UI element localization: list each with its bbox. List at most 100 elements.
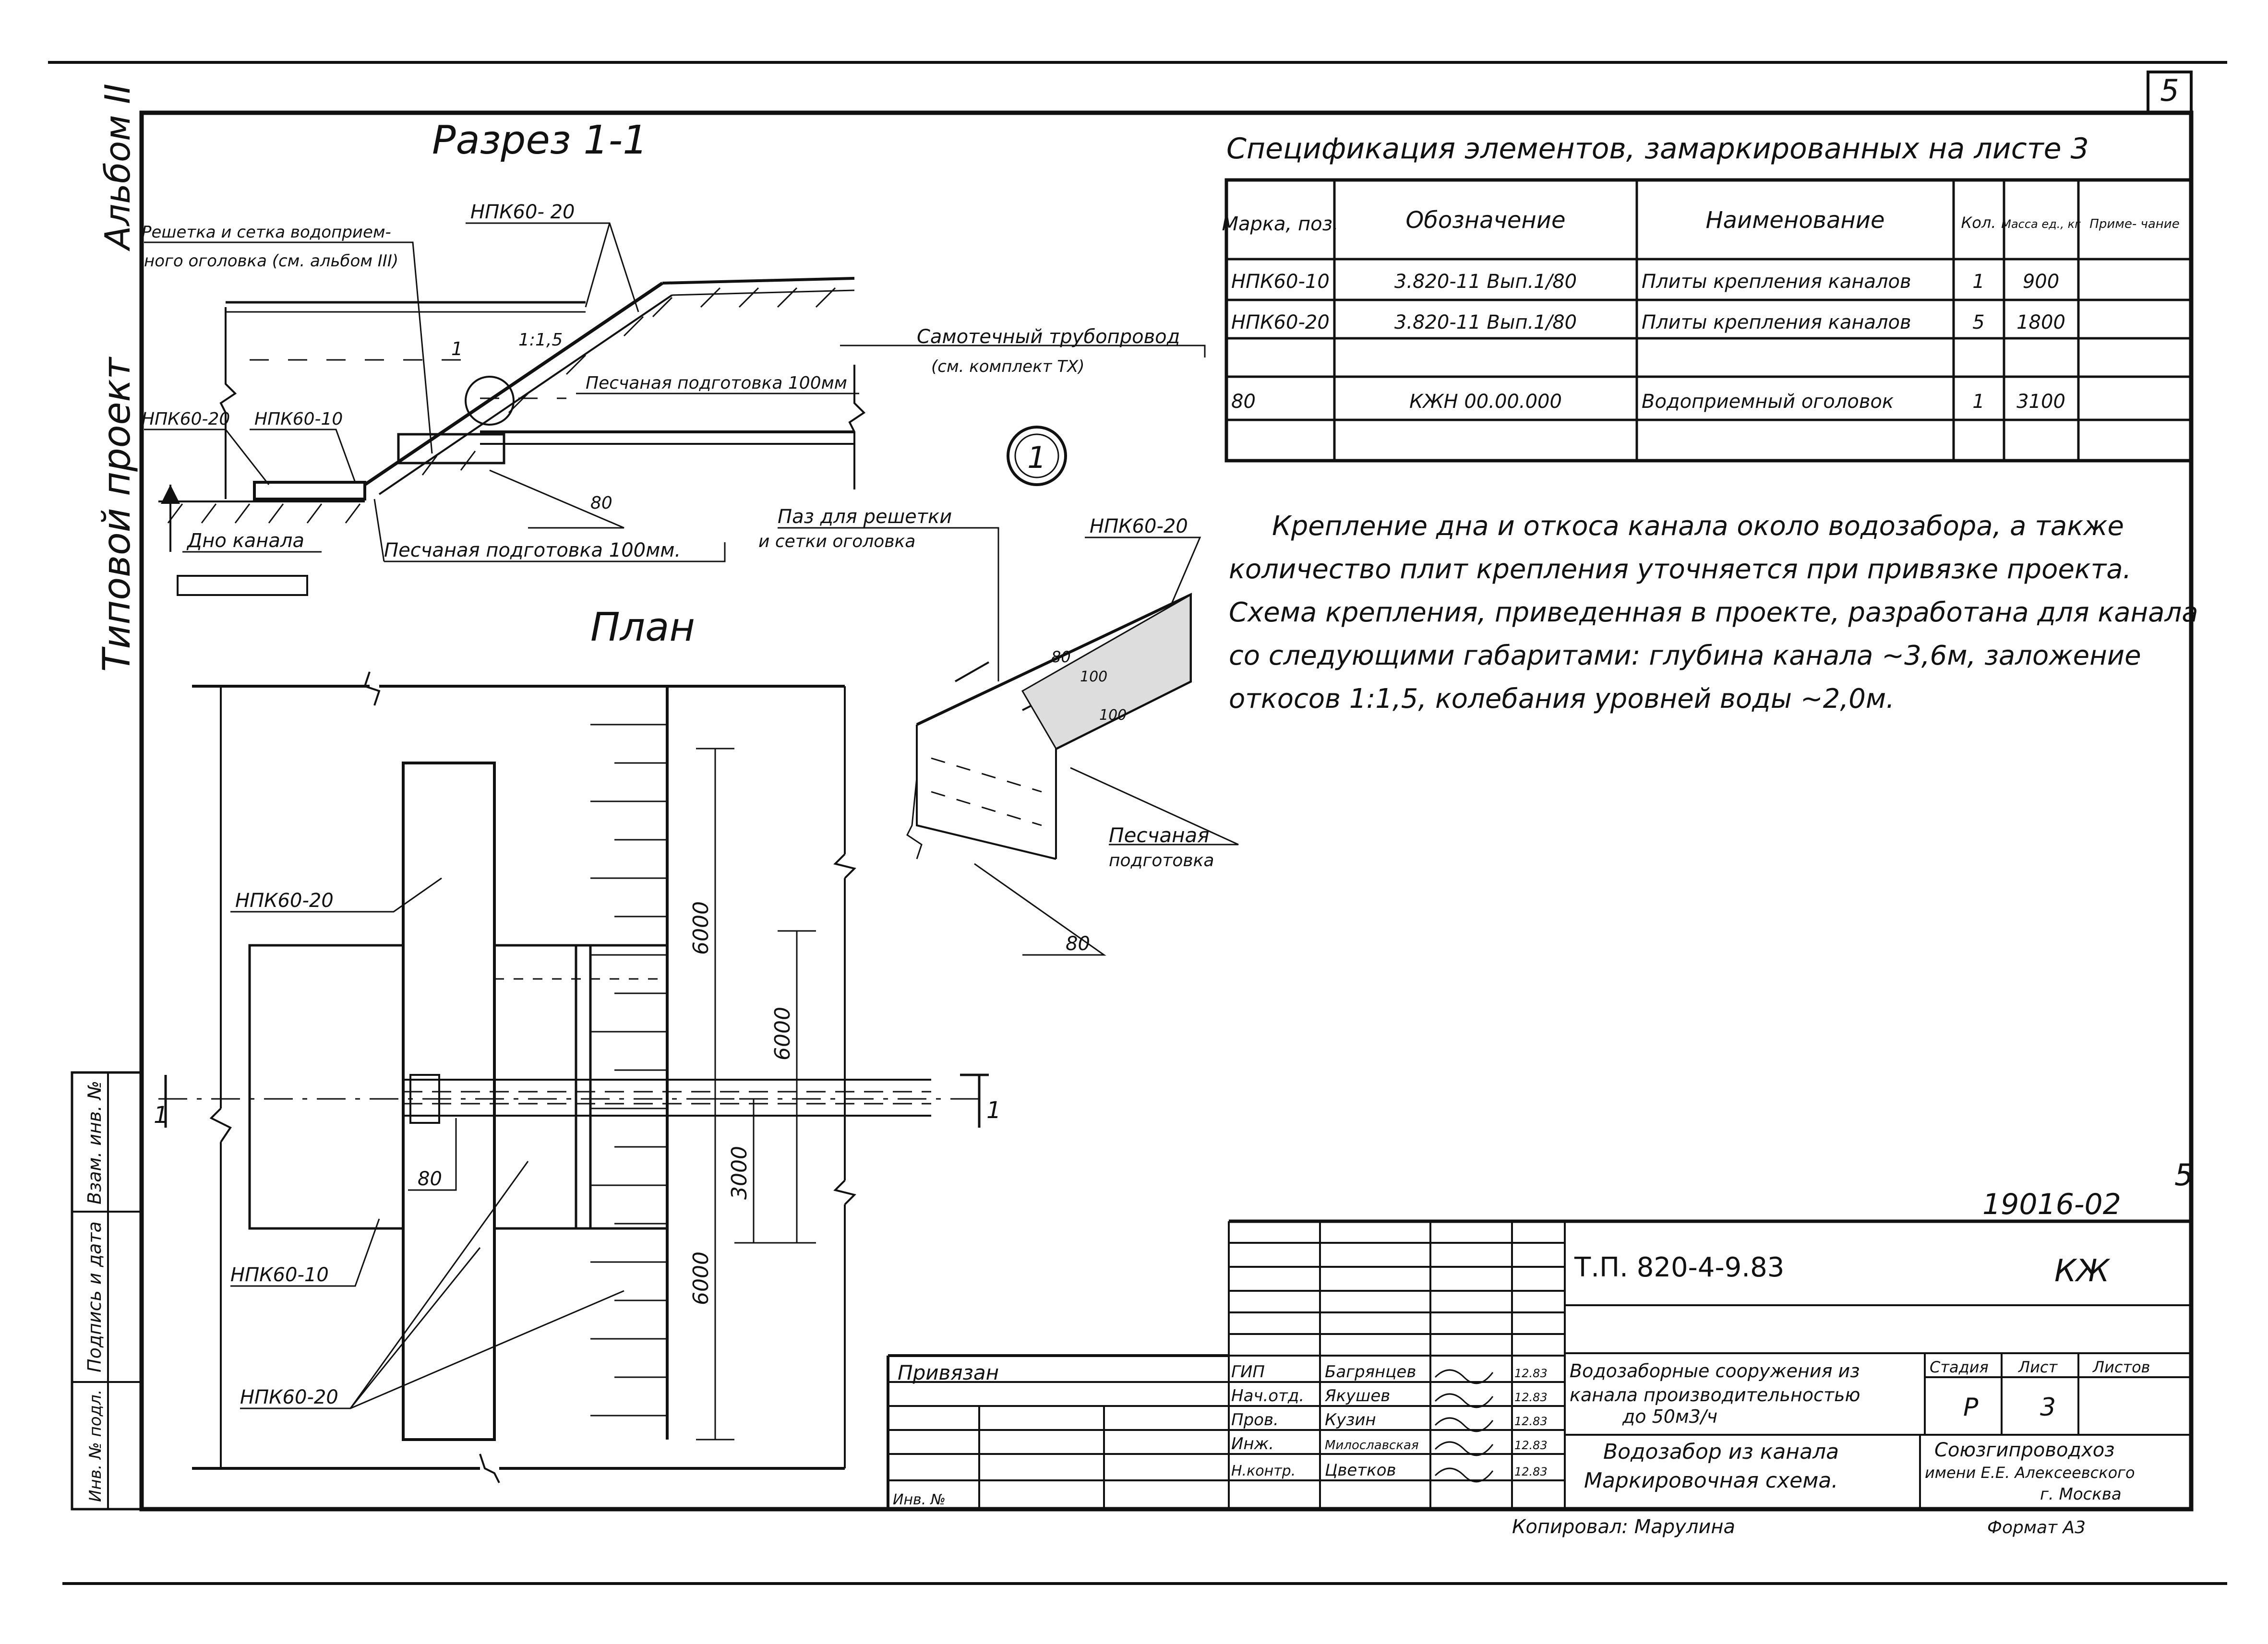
dim-6000-top: 6000: [689, 901, 713, 955]
sheet-number-right: 5: [2174, 1157, 2193, 1192]
plate-npk60-10: [248, 944, 405, 1230]
stamp-date-1: 12.83: [1514, 1367, 1548, 1380]
note-line-3: Схема крепления, приведенная в проекте, …: [1229, 597, 2198, 628]
bank-hatching: [590, 724, 667, 1417]
sand-top-label: Песчаная подготовка 100мм: [586, 373, 847, 393]
specification: Спецификация элементов, замаркированных …: [1222, 132, 2193, 463]
spec-header-name: Наименование: [1705, 207, 1884, 234]
spec-header-mass: Масса ед., кг: [2001, 217, 2081, 231]
cut-mark-right: 1: [986, 1097, 1001, 1124]
stamp-name-1: Багрянцев: [1325, 1362, 1416, 1382]
section-mark-80: 80: [590, 493, 612, 513]
node-sand-label: Песчаная: [1109, 823, 1210, 847]
side-stamp-inventory: Инв. № подл.: [86, 1389, 105, 1502]
node-1-detail: 1 Паз для решетки и сетки оголовка НПК60…: [758, 426, 1239, 956]
spec-header-qty: Кол.: [1961, 214, 1996, 232]
node-dim-100a: 100: [1080, 668, 1107, 685]
node-circle-number: 1: [1027, 440, 1046, 475]
spec-row2-qty: 5: [1972, 311, 1984, 334]
signature-3: [1434, 1417, 1494, 1432]
signature-1: [1434, 1369, 1494, 1384]
stamp-bound: Привязан: [898, 1361, 999, 1384]
sand-bottom-label: Песчаная подготовка 100мм.: [384, 539, 681, 561]
grating-label-2: ного оголовка (см. альбом III): [144, 251, 398, 271]
spec-row4-designation: КЖН 00.00.000: [1409, 391, 1562, 413]
album-label: Альбом II: [97, 83, 138, 251]
node-mark-80: 80: [1066, 933, 1090, 955]
stamp-name-2: Якушев: [1324, 1386, 1390, 1406]
spec-header-designation: Обозначение: [1405, 207, 1565, 234]
section-title: Разрез 1-1: [432, 118, 648, 163]
stamp-name-3: Кузин: [1325, 1410, 1376, 1430]
dim-3000: 3000: [727, 1146, 752, 1200]
project-type-label: Типовой проект: [96, 356, 139, 672]
stamp-code: Т.П. 820-4-9.83: [1574, 1252, 1784, 1283]
stamp-sheet-header: Лист: [2018, 1358, 2058, 1376]
spec-row1-qty: 1: [1972, 271, 1984, 293]
spec-row4-name: Водоприемный оголовок: [1642, 391, 1894, 413]
section-npk-bottom-label: НПК60-10: [254, 409, 343, 429]
note-line-1: Крепление дна и откоса канала около водо…: [1272, 511, 2124, 542]
drawing-border: [139, 110, 2194, 1512]
spec-row4-mark: 80: [1231, 391, 1256, 413]
note-line-4: со следующими габаритами: глубина канала…: [1229, 640, 2141, 671]
dim-6000-bottom: 6000: [689, 1251, 713, 1305]
plate-npk60-20-center: [402, 762, 496, 1441]
stamp-sheet-title-1: Водозабор из канала: [1603, 1440, 1839, 1464]
spec-row1-designation: 3.820-11 Вып.1/80: [1394, 271, 1577, 293]
section-node-mark: 1: [451, 338, 463, 359]
signature-2: [1434, 1393, 1494, 1408]
plan-npk-20-top: НПК60-20: [235, 890, 334, 912]
stamp-org-3: г. Москва: [2040, 1485, 2122, 1504]
signature-5: [1434, 1467, 1494, 1483]
node-dim-100b: 100: [1099, 707, 1127, 724]
spec-row2-name: Плиты крепления каналов: [1642, 311, 1911, 334]
plan-npk-20-bottom: НПК60-20: [240, 1386, 338, 1408]
stamp-mark: КЖ: [2054, 1253, 2111, 1289]
stamp-stage-header: Стадия: [1930, 1358, 1989, 1376]
groove-label: Паз для решетки: [778, 506, 952, 528]
stamp-date-3: 12.83: [1514, 1415, 1548, 1428]
stamp-role-1: ГИП: [1231, 1362, 1265, 1382]
channel-bottom-label: Дно канала: [186, 530, 304, 552]
spec-row4-mass: 3100: [2016, 391, 2065, 413]
spec-header-mark: Марка, поз.: [1222, 213, 1338, 235]
spec-row1-mark: НПК60-10: [1231, 271, 1330, 293]
copied-by: Копировал: Марулина: [1512, 1516, 1735, 1538]
plate-npk60-20-right: [493, 944, 592, 1230]
stamp-sheet-value: 3: [2040, 1393, 2056, 1422]
spec-title: Спецификация элементов, замаркированных …: [1226, 132, 2089, 166]
stamp-title-2: канала производительностью: [1570, 1384, 1860, 1406]
spec-row2-designation: 3.820-11 Вып.1/80: [1394, 311, 1577, 334]
node-npk-label: НПК60-20: [1090, 515, 1188, 537]
stamp-title-1: Водозаборные сооружения из: [1570, 1360, 1860, 1382]
stamp-name-5: Цветков: [1325, 1461, 1396, 1480]
spec-row2-mass: 1800: [2016, 311, 2065, 334]
pipe-label: Самотечный трубопровод: [917, 326, 1180, 348]
dim-6000-mid: 6000: [770, 1007, 795, 1060]
note-line-2: количество плит крепления уточняется при…: [1229, 554, 2131, 585]
sheet-number: 5: [2160, 73, 2179, 108]
stamp-name-4: Милославская: [1325, 1438, 1419, 1453]
stamp-role-2: Нач.отд.: [1231, 1386, 1304, 1406]
stamp-sheet-title-2: Маркировочная схема.: [1584, 1468, 1838, 1493]
spec-row2-mark: НПК60-20: [1231, 311, 1330, 334]
stamp-role-5: Н.контр.: [1231, 1463, 1296, 1479]
stamp-date-5: 12.83: [1514, 1465, 1548, 1478]
node-sand-label-2: подготовка: [1109, 851, 1214, 870]
stamp-role-3: Пров.: [1231, 1410, 1279, 1430]
slope-ratio: 1:1,5: [518, 330, 563, 350]
cut-mark-left: 1: [154, 1102, 168, 1129]
plan-title: План: [590, 605, 695, 650]
title-block: 5 19016-02: [887, 1157, 2193, 1509]
sheet-number-box: [2147, 71, 2193, 114]
section-1-1: Разрез 1-1: [142, 118, 1206, 596]
side-stamp-replacement: Взам. инв. №: [84, 1081, 105, 1204]
stamp-role-4: Инж.: [1231, 1434, 1274, 1453]
stamp-org-2: имени Е.Е. Алексеевского: [1925, 1464, 2135, 1482]
doc-number: 19016-02: [1982, 1188, 2121, 1221]
stamp-title-3: до 50м3/ч: [1622, 1406, 1717, 1427]
note-line-5: откосов 1:1,5, колебания уровней воды ~2…: [1229, 683, 1895, 715]
plan-view: План: [154, 605, 1001, 1483]
